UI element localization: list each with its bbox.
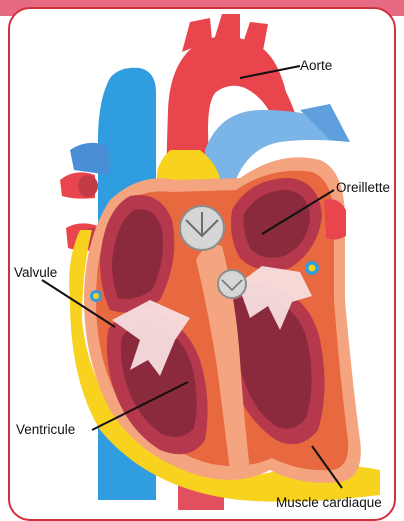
label-valvule: Valvule [14, 265, 57, 280]
label-ventricule: Ventricule [16, 422, 75, 437]
label-aorte: Aorte [300, 58, 332, 73]
label-muscle-cardiaque: Muscle cardiaque [276, 495, 382, 510]
mitral-valve [218, 270, 246, 298]
label-oreillette: Oreillette [336, 180, 390, 195]
